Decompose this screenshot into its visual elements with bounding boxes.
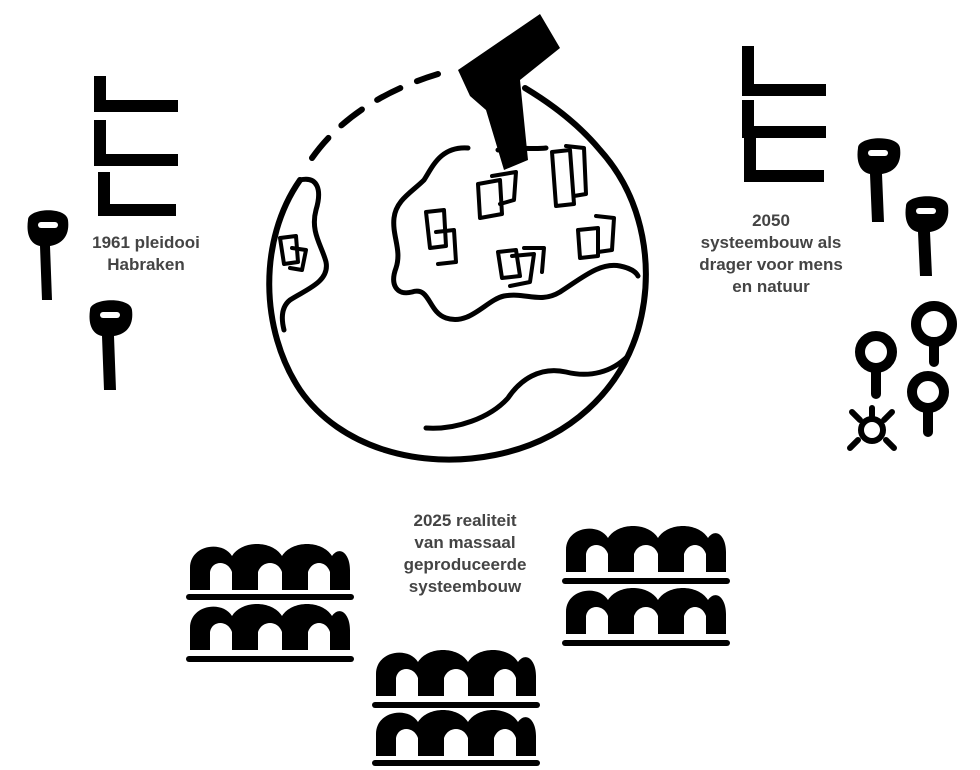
building-frame-icon xyxy=(94,46,826,216)
label-2050-vision: 2050 systeembouw als drager voor mens en… xyxy=(676,210,866,298)
label-line: systeembouw xyxy=(408,577,522,596)
arch-building-icon xyxy=(186,526,730,766)
label-line: van massaal xyxy=(414,533,516,552)
label-line: 1961 pleidooi xyxy=(92,233,200,252)
label-line: Habraken xyxy=(107,255,185,274)
label-line: 2025 realiteit xyxy=(413,511,517,530)
label-2025-reality: 2025 realiteit van massaal geproduceerde… xyxy=(372,510,558,598)
globe-icon xyxy=(266,14,649,463)
tree-icon xyxy=(855,301,957,437)
label-line: 2050 xyxy=(752,211,790,230)
tree-icon xyxy=(27,210,133,390)
label-1961-habraken: 1961 pleidooi Habraken xyxy=(66,232,226,276)
tree-icon xyxy=(857,138,949,276)
label-line: drager voor mens xyxy=(699,255,843,274)
bug-icon xyxy=(847,405,897,451)
label-line: geproduceerde xyxy=(403,555,527,574)
label-line: en natuur xyxy=(732,277,810,296)
label-line: systeembouw als xyxy=(700,233,842,252)
